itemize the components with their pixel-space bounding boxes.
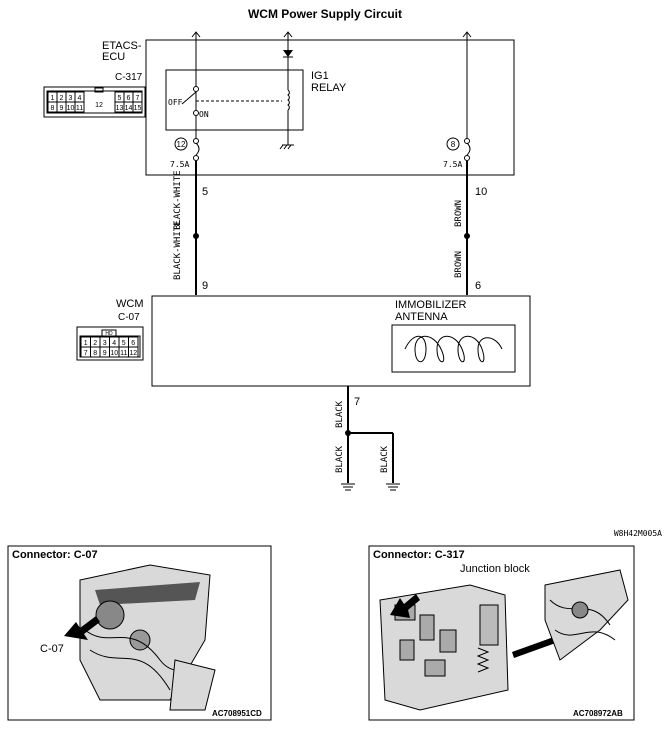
dashboard-photo <box>544 569 629 661</box>
etacs-pin-11 <box>74 101 85 113</box>
ground-symbol-left <box>341 483 355 491</box>
etacs-pin-label: 10 <box>67 105 75 112</box>
fuse-12: 12 7.5A <box>170 137 200 169</box>
ground-circuit <box>345 386 394 483</box>
immobilizer-antenna-coil <box>391 324 516 373</box>
wcm-box <box>151 295 531 387</box>
wcm-pin-label: 3 <box>103 340 107 347</box>
etacs-label-line1: ETACS- <box>102 40 142 52</box>
connector-c317-photo-panel: Connector: C-317 Junction block AC708972… <box>368 545 635 721</box>
fuse-12-rating: 7.5A <box>170 160 189 169</box>
connector-c07-photo-panel: Connector: C-07 C-07 AC708951CD <box>7 545 272 721</box>
svg-text:12: 12 <box>95 102 103 109</box>
antenna-label-line2: ANTENNA <box>395 311 448 323</box>
etacs-pin-label: 3 <box>69 95 73 102</box>
etacs-pin-label: 8 <box>51 105 55 112</box>
etacs-label-line2: ECU <box>102 51 125 63</box>
wire-right <box>464 161 470 295</box>
etacs-pin-label: 6 <box>127 95 131 102</box>
right-supply-line <box>462 31 472 138</box>
photo-right-code: AC708972AB <box>573 709 623 718</box>
etacs-pin-15 <box>132 101 143 113</box>
photo-right-title: Connector: C-317 <box>373 549 465 561</box>
wcm-pin-12 <box>128 346 139 358</box>
wcm-pin-label: 4 <box>112 340 116 347</box>
svg-text:12: 12 <box>177 140 186 149</box>
etacs-pin-label: 7 <box>136 95 140 102</box>
photo-right-label: Junction block <box>460 563 530 575</box>
etacs-pin-label: 2 <box>60 95 64 102</box>
wcm-pin-label: 7 <box>84 350 88 357</box>
photo-left-callout: C-07 <box>40 643 64 655</box>
wcm-pin-label: 1 <box>84 340 88 347</box>
wire-label-left-upper: BLACK-WHITE <box>173 170 183 230</box>
etacs-pin-label: 13 <box>116 105 124 112</box>
wcm-pin-label: 6 <box>131 340 135 347</box>
wire-label-left-lower: BLACK-WHITE <box>173 220 183 280</box>
wcm-pin-label: 5 <box>122 340 126 347</box>
callout-arrow-c07 <box>64 616 100 640</box>
relay-off-label: OFF <box>168 98 183 107</box>
wcm-pin-label: 8 <box>93 350 97 357</box>
relay-coil-circuit <box>279 31 294 150</box>
etacs-ecu-box <box>145 39 515 176</box>
wcm-pin-label: 10 <box>110 350 118 357</box>
terminal-10: 10 <box>475 186 487 198</box>
wcm-pin-label: 11 <box>120 350 127 357</box>
etacs-pin-label: 4 <box>78 95 82 102</box>
wire-label-black-right: BLACK <box>380 445 390 473</box>
ground-symbol-right <box>386 483 400 491</box>
svg-text:8: 8 <box>451 140 456 149</box>
antenna-label-line1: IMMOBILIZER <box>395 299 467 311</box>
engine-bay-photo <box>79 564 216 711</box>
diagram-title: WCM Power Supply Circuit <box>248 7 402 21</box>
wire-label-right-lower: BROWN <box>454 251 464 278</box>
photo-left-code: AC708951CD <box>212 709 262 718</box>
photo-left-title: Connector: C-07 <box>12 549 98 561</box>
wire-label-black-upper: BLACK <box>335 400 345 428</box>
callout-arrow-c317 <box>390 594 420 618</box>
wcm-pin-label: 2 <box>93 340 97 347</box>
etacs-pin-label: 14 <box>125 105 133 112</box>
terminal-9: 9 <box>202 280 208 292</box>
pointer-to-dash <box>512 634 564 658</box>
relay-label-line1: IG1 <box>311 70 329 82</box>
etacs-pin-label: 9 <box>60 105 64 112</box>
etacs-pin-label: 11 <box>76 105 83 112</box>
etacs-pin-label: 5 <box>118 95 122 102</box>
wcm-label: WCM <box>116 298 144 310</box>
figure-code: W8H42M005A <box>614 529 662 538</box>
wcm-pin-label: 9 <box>103 350 107 357</box>
fuse-8: 8 7.5A <box>443 137 471 169</box>
ig1-relay-box <box>165 69 304 131</box>
etacs-pin-label: 15 <box>134 105 142 112</box>
wcm-connector-label: C-07 <box>118 312 140 323</box>
etacs-connector-label: C-317 <box>115 72 143 83</box>
wcm-pin-label: 12 <box>129 350 137 357</box>
relay-on-label: ON <box>199 110 209 119</box>
wire-label-right-upper: BROWN <box>454 200 464 227</box>
fuse-8-rating: 7.5A <box>443 160 462 169</box>
terminal-7: 7 <box>354 396 360 408</box>
terminal-5: 5 <box>202 186 208 198</box>
wire-label-black-left: BLACK <box>335 445 345 473</box>
left-supply-line: OFF ON <box>168 31 282 138</box>
junction-block-photo <box>379 584 509 711</box>
relay-label-line2: RELAY <box>311 82 347 94</box>
wire-left <box>193 161 199 295</box>
etacs-pin-label: 1 <box>51 95 55 102</box>
svg-text:HD: HD <box>105 331 113 337</box>
terminal-6: 6 <box>475 280 481 292</box>
